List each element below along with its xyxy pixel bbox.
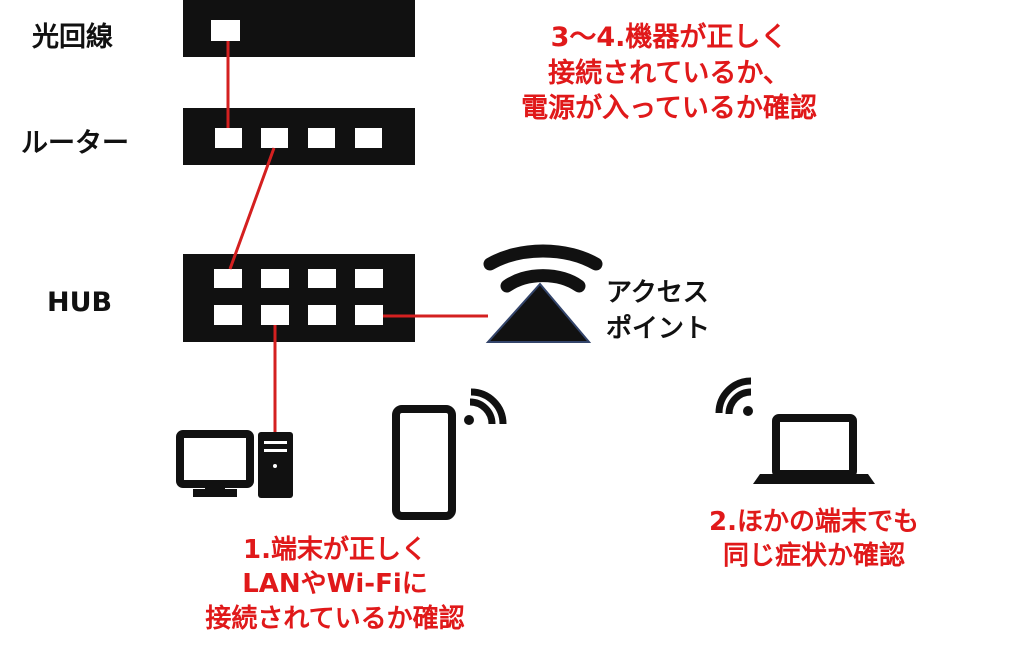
- hub-port-7: [308, 305, 336, 325]
- cable-router-hub: [228, 147, 276, 270]
- hub-port-4: [355, 269, 383, 288]
- label-router: ルーター: [21, 128, 129, 159]
- note-check-devices: 3〜4.機器が正しく 接続されているか、 電源が入っているか確認: [496, 20, 842, 127]
- hub-port-5: [214, 305, 242, 325]
- label-access-point: アクセス ポイント: [606, 276, 710, 348]
- label-access-point-line-2: ポイント: [606, 313, 711, 344]
- note-check-other-terminals-line-2: 同じ症状か確認: [722, 541, 905, 572]
- router-port-1: [215, 128, 242, 148]
- note-check-other-terminals: 2.ほかの端末でも 同じ症状か確認: [688, 505, 940, 574]
- fiber-port: [211, 20, 240, 41]
- access-point-icon: [483, 244, 603, 343]
- laptop-icon: [753, 414, 875, 484]
- smartphone-icon: [392, 405, 456, 520]
- hub-port-8: [355, 305, 383, 325]
- hub-port-2: [261, 269, 289, 288]
- note-check-terminal-line-3: 接続されているか確認: [205, 603, 465, 634]
- wifi-icon: [715, 377, 753, 416]
- label-hub: HUB: [47, 287, 113, 318]
- router-port-2: [261, 128, 288, 148]
- router-port-3: [308, 128, 335, 148]
- hub-port-1: [214, 269, 242, 288]
- note-check-devices-line-2: 接続されているか、: [548, 57, 790, 89]
- note-check-devices-line-1: 3〜4.機器が正しく: [550, 22, 788, 53]
- hub-body: [183, 254, 415, 342]
- hub-port-6: [261, 305, 289, 325]
- note-check-terminal-line-1: 1.端末が正しく: [243, 535, 427, 565]
- hub-port-3: [308, 269, 336, 288]
- cables: [226, 41, 488, 433]
- fiber-terminal: [183, 0, 415, 57]
- router: [183, 108, 415, 165]
- desktop-pc-icon: [176, 430, 293, 498]
- label-access-point-line-1: アクセス: [606, 278, 709, 308]
- note-check-terminal: 1.端末が正しく LANやWi-Fiに 接続されているか確認: [175, 533, 495, 636]
- note-check-devices-line-3: 電源が入っているか確認: [521, 93, 817, 125]
- wifi-icon: [464, 388, 507, 425]
- note-check-terminal-line-2: LANやWi-Fiに: [242, 569, 428, 600]
- hub: [183, 254, 415, 342]
- note-check-other-terminals-line-1: 2.ほかの端末でも: [709, 507, 919, 537]
- router-port-4: [355, 128, 382, 148]
- label-fiber: 光回線: [32, 22, 113, 53]
